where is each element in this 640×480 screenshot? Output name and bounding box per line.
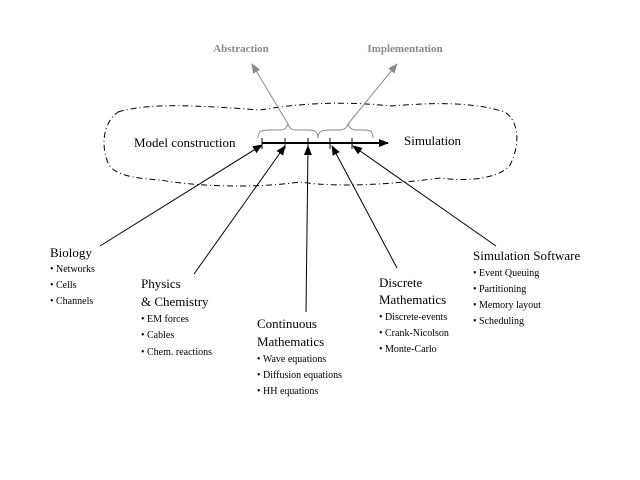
physics-title-line-2: & Chemistry	[141, 294, 209, 309]
discrete-item: • Crank-Nicolson	[379, 328, 449, 339]
implementation-brace	[317, 122, 374, 139]
biology-item: • Channels	[50, 296, 93, 307]
discrete-item: • Monte-Carlo	[379, 344, 437, 355]
software-item: • Event Queuing	[473, 268, 539, 279]
model-construction-label: Model construction	[134, 135, 236, 150]
software-item: • Partitioning	[473, 284, 526, 295]
continuous-item: • Wave equations	[257, 354, 326, 365]
continuous-arrow	[303, 145, 312, 313]
abstraction-arrow	[251, 63, 289, 125]
software-item: • Scheduling	[473, 316, 524, 327]
discrete-title-line-1: Discrete	[379, 275, 423, 290]
software-group: Simulation Software • Event Queuing • Pa…	[473, 248, 580, 327]
physics-item: • EM forces	[141, 314, 189, 325]
continuous-group: Continuous Mathematics • Wave equations …	[257, 316, 342, 397]
physics-title-line-1: Physics	[141, 276, 181, 291]
abstraction-brace	[257, 122, 319, 139]
continuous-item: • HH equations	[257, 386, 318, 397]
implementation-label: Implementation	[367, 43, 442, 55]
physics-item: • Chem. reactions	[141, 347, 212, 358]
software-arrow	[352, 145, 497, 247]
continuous-item: • Diffusion equations	[257, 370, 342, 381]
discrete-title-line-2: Mathematics	[379, 292, 446, 307]
simulation-label: Simulation	[404, 133, 462, 148]
biology-title-line-1: Biology	[50, 245, 92, 260]
discrete-item: • Discrete-events	[379, 312, 447, 323]
discrete-arrow	[331, 145, 398, 269]
physics-group: Physics & Chemistry • EM forces • Cables…	[141, 276, 212, 358]
software-title-line-1: Simulation Software	[473, 248, 580, 263]
biology-item: • Cells	[50, 280, 77, 291]
continuous-title-line-2: Mathematics	[257, 334, 324, 349]
biology-group: Biology • Networks • Cells • Channels	[50, 245, 95, 307]
abstraction-label: Abstraction	[213, 43, 269, 55]
biology-item: • Networks	[50, 264, 95, 275]
biology-arrow	[99, 144, 263, 247]
software-item: • Memory layout	[473, 300, 541, 311]
discrete-group: Discrete Mathematics • Discrete-events •…	[379, 275, 449, 355]
continuous-title-line-1: Continuous	[257, 316, 317, 331]
physics-item: • Cables	[141, 330, 174, 341]
physics-arrow	[193, 145, 286, 275]
implementation-arrow	[347, 63, 398, 125]
